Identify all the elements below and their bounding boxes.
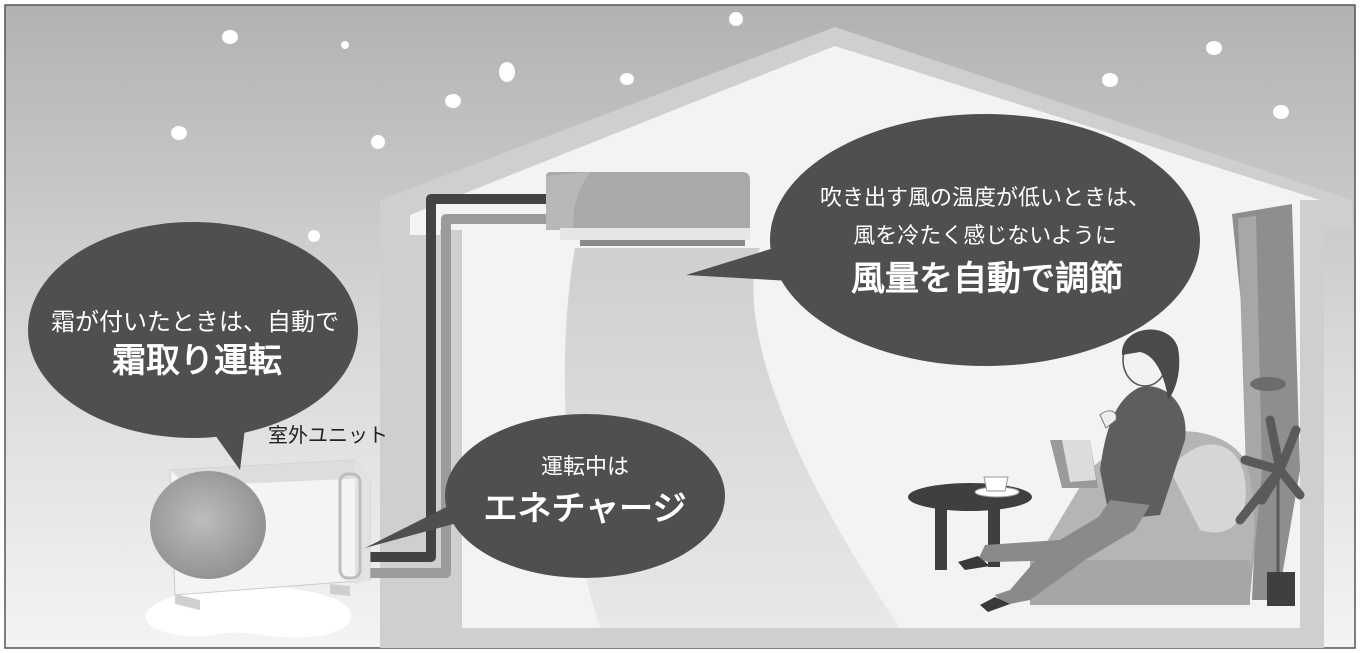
snowflake xyxy=(371,135,385,149)
snowflake xyxy=(729,12,743,26)
energy-bubble-line1: 運転中は xyxy=(541,455,629,480)
outdoor-unit-fan xyxy=(150,471,266,579)
house-right-wall xyxy=(1300,200,1324,648)
energy-bubble-line2: エネチャージ xyxy=(484,489,687,529)
snowflake xyxy=(171,126,187,140)
snowflake xyxy=(222,30,238,44)
snowflake xyxy=(1102,73,1118,87)
outdoor-unit xyxy=(145,459,371,638)
indoor-air-conditioner xyxy=(546,172,750,246)
potted-plant xyxy=(1235,415,1305,606)
snowflake xyxy=(1273,105,1289,119)
outdoor-unit-label: 室外ユニット xyxy=(268,423,388,447)
outdoor-unit-puddle xyxy=(145,584,352,638)
energy-charge-bubble: 運転中は エネチャージ xyxy=(365,414,725,578)
house-floor xyxy=(440,628,1324,648)
snowflakes xyxy=(171,12,1289,242)
frost-bubble-line1: 霜が付いたときは、自動で xyxy=(51,308,339,336)
snowflake xyxy=(308,230,320,242)
wind-bubble-line1: 吹き出す風の温度が低いときは、 xyxy=(820,186,1150,211)
snowflake xyxy=(1206,41,1222,55)
wind-airflow-bubble: 吹き出す風の温度が低いときは、 風を冷たく感じないように 風量を自動で調節 xyxy=(686,114,1200,366)
wind-bubble-line2: 風を冷たく感じないように xyxy=(853,224,1117,249)
wind-bubble-line3: 風量を自動で調節 xyxy=(851,259,1123,299)
coffee-cup xyxy=(983,476,1009,492)
snowflake xyxy=(445,94,461,108)
snowflake xyxy=(499,62,515,82)
frost-defrost-bubble: 霜が付いたときは、自動で 霜取り運転 xyxy=(28,222,358,470)
refrigerant-pipes xyxy=(366,194,556,578)
plant-pot xyxy=(1267,572,1295,606)
snowflake xyxy=(341,41,349,49)
snowflake xyxy=(620,73,634,85)
woman-reading xyxy=(958,329,1186,612)
frost-bubble-line2: 霜取り運転 xyxy=(112,341,282,381)
